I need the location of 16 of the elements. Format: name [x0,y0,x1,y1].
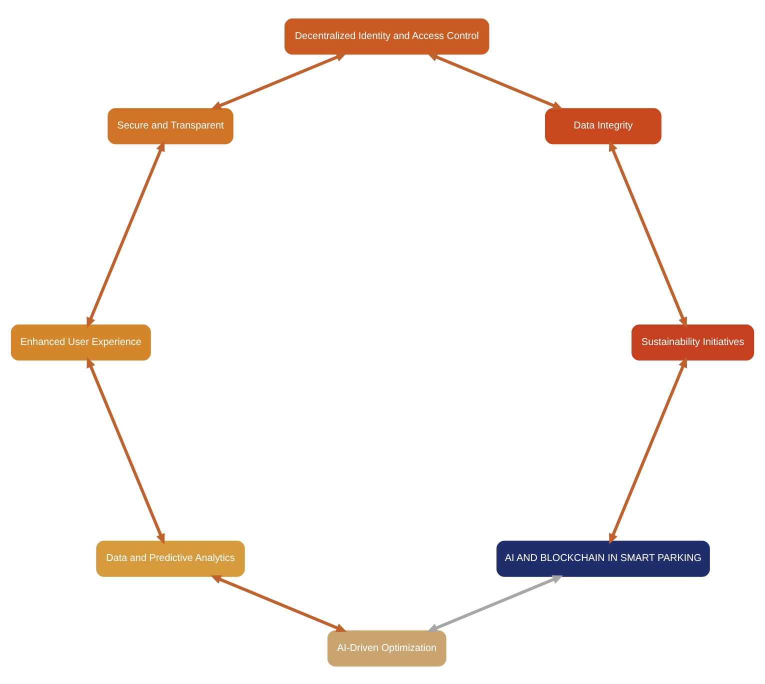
node-box: AI-Driven Optimization [327,630,446,666]
node-box: Secure and Transparent [108,108,234,144]
node-box: Decentralized Identity and Access Control [284,18,490,54]
arrow [608,140,687,328]
arrow [86,140,165,328]
node-box: Sustainability Initiatives [632,324,754,360]
node-box: Enhanced User Experience [10,324,151,360]
arrow [609,356,688,544]
arrow [427,52,564,110]
arrow [426,574,563,632]
node-box: Data Integrity [545,108,662,144]
arrow [210,52,347,110]
node-box: Data and Predictive Analytics [96,540,245,576]
node-box: AI AND BLOCKCHAIN IN SMART PARKING [496,540,710,576]
arrow [86,356,165,544]
arrow [210,574,347,632]
